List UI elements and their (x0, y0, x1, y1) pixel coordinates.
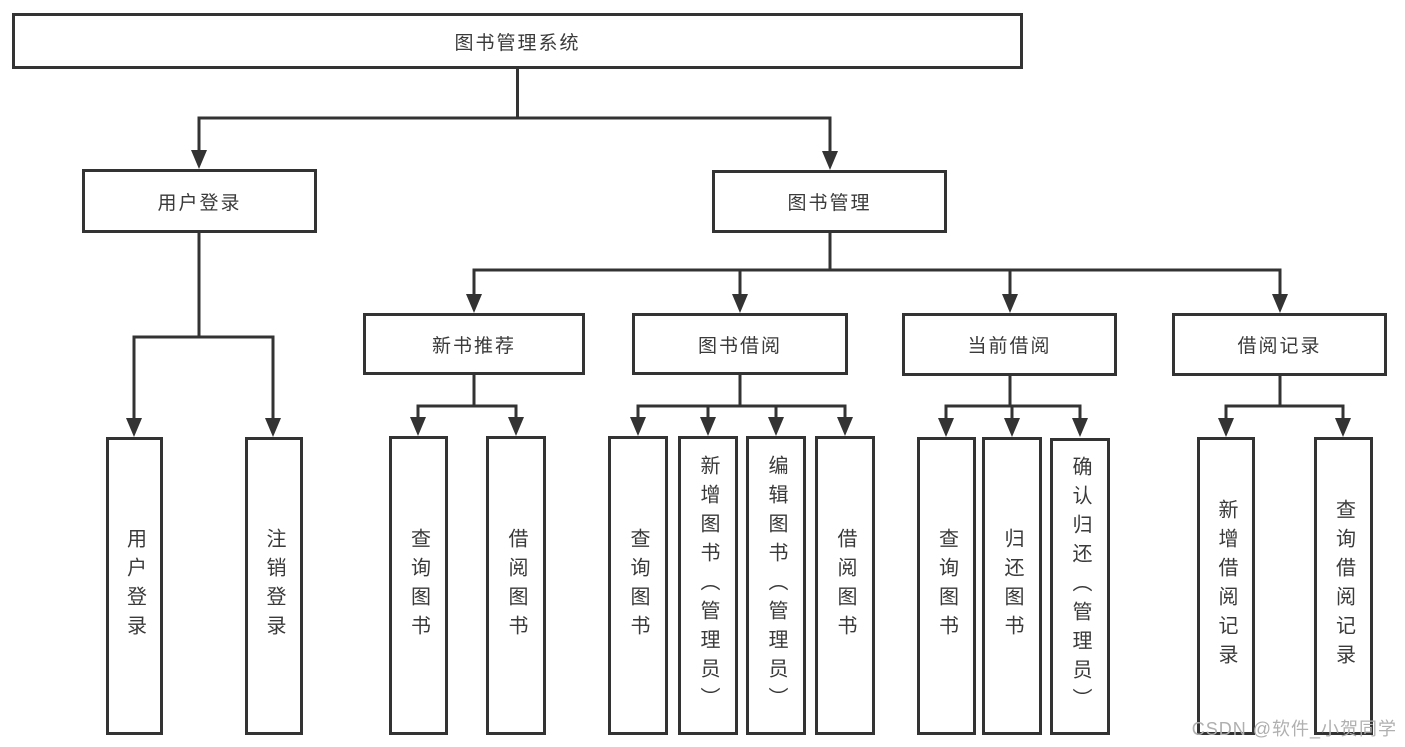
node-borrowing-records-label: 借阅记录 (1237, 336, 1322, 357)
node-current-borrowing-label: 当前借阅 (967, 336, 1052, 357)
node-book-management: 图书管理 (712, 170, 947, 233)
node-current-query-books-label: 查询图书 (935, 528, 958, 644)
node-library-management-system-label: 图书管理系统 (454, 32, 581, 54)
node-borrow-borrow-books-label: 借阅图书 (834, 527, 856, 644)
node-borrow-edit-books-admin: 编辑图书（管理员） (746, 436, 806, 735)
node-login-logout-label: 注销登录 (263, 528, 285, 644)
node-new-book-recommend-label: 新书推荐 (431, 335, 516, 357)
node-login-user-login: 用户登录 (106, 437, 163, 735)
node-newbook-borrow-books: 借阅图书 (486, 436, 546, 735)
node-book-borrowing-label: 图书借阅 (697, 335, 782, 357)
arrowheads (126, 150, 1351, 437)
node-newbook-query-books: 查询图书 (389, 436, 448, 735)
node-borrow-query-books: 查询图书 (608, 436, 668, 735)
connector-path (132, 68, 1345, 420)
node-newbook-query-books-label: 查询图书 (407, 527, 430, 644)
node-current-confirm-return-admin: 确认归还（管理员） (1050, 438, 1110, 735)
node-user-login-label: 用户登录 (157, 192, 242, 214)
node-current-query-books: 查询图书 (917, 437, 976, 735)
node-borrow-borrow-books: 借阅图书 (815, 436, 875, 735)
node-borrow-add-books-admin: 新增图书（管理员） (678, 436, 738, 735)
node-current-return-books-label: 归还图书 (1001, 528, 1023, 644)
node-borrow-query-books-label: 查询图书 (627, 527, 649, 644)
node-borrowing-records: 借阅记录 (1172, 313, 1387, 376)
node-new-book-recommend: 新书推荐 (363, 313, 585, 375)
node-current-confirm-return-admin-label: 确认归还（管理员） (1069, 456, 1091, 717)
node-current-borrowing: 当前借阅 (902, 313, 1117, 376)
node-records-query-record-label: 查询借阅记录 (1332, 499, 1355, 673)
node-book-borrowing: 图书借阅 (632, 313, 848, 375)
node-newbook-borrow-books-label: 借阅图书 (505, 527, 527, 644)
node-records-query-record: 查询借阅记录 (1314, 437, 1373, 735)
node-book-management-label: 图书管理 (787, 193, 872, 214)
node-records-add-record: 新增借阅记录 (1197, 437, 1255, 735)
node-login-user-login-label: 用户登录 (123, 528, 146, 644)
node-library-management-system: 图书管理系统 (12, 13, 1023, 69)
node-login-logout: 注销登录 (245, 437, 303, 735)
node-borrow-edit-books-admin-label: 编辑图书（管理员） (765, 455, 787, 716)
node-user-login: 用户登录 (82, 169, 317, 233)
node-borrow-add-books-admin-label: 新增图书（管理员） (697, 455, 719, 716)
node-records-add-record-label: 新增借阅记录 (1215, 499, 1237, 673)
csdn-watermark: CSDN @软件_小贺同学 (1191, 719, 1397, 739)
node-current-return-books: 归还图书 (982, 437, 1042, 735)
